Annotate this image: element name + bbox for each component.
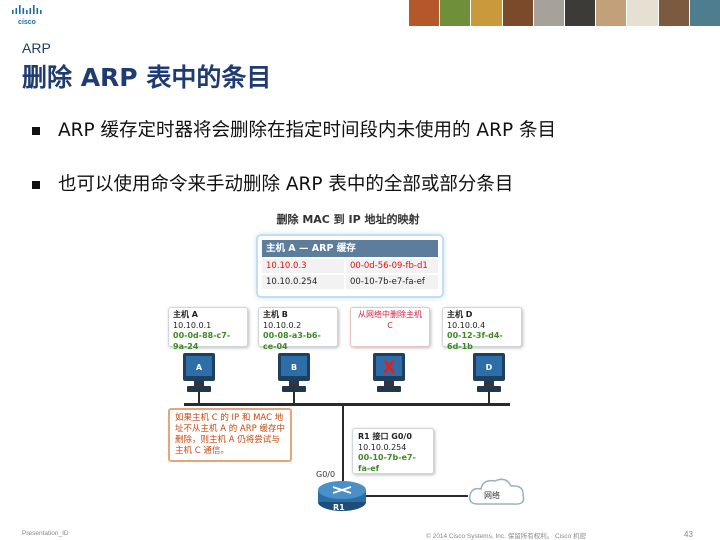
arp-cache-row: 10.10.0.254 00-10-7b-e7-fa-ef [262,275,438,289]
router-network-link [366,495,468,497]
bus-drop-line [488,392,490,404]
host-d-info: 主机 D 10.10.0.4 00-12-3f-d4-6d-1b [442,307,522,351]
header-photo-tile [688,0,720,26]
arp-cache-title: 主机 A — ARP 缓存 [262,240,438,257]
arp-cache-table: 主机 A — ARP 缓存 10.10.0.3 00-0d-56-09-fb-d… [256,234,444,298]
bullet-list: ARP 缓存定时器将会删除在指定时间段内未使用的 ARP 条目 也可以使用命令来… [32,118,712,226]
host-name: 主机 D [447,310,473,319]
copyright: © 2014 Cisco Systems, Inc. 保留所有权利。 Cisco… [426,533,587,540]
svg-text:cisco: cisco [18,19,36,26]
header-photo-tile [626,0,658,26]
cache-mac: 00-0d-56-09-fb-d1 [346,259,438,273]
host-name: 主机 B [263,310,288,319]
bus-drop-line [198,392,200,404]
host-mac: 00-12-3f-d4-6d-1b [447,331,503,351]
host-mac: 00-08-a3-b6-ce-04 [263,331,321,351]
header-photo-tile [470,0,502,26]
cisco-logo: cisco [12,5,42,26]
presentation-id: Presentation_ID [22,530,69,537]
bullet-item: ARP 缓存定时器将会删除在指定时间段内未使用的 ARP 条目 [32,118,712,144]
header-photo-strip [408,0,720,26]
section-label: ARP [22,40,51,56]
header-photo-tile [408,0,440,26]
computer-icon-removed: X [373,353,405,392]
cache-mac: 00-10-7b-e7-fa-ef [346,275,438,289]
interface-label: G0/0 [316,470,336,479]
header-photo-tile [439,0,471,26]
router-label: R1 [333,503,345,512]
router-drop-line [342,405,344,481]
computer-icon: B [278,353,310,392]
bullet-item: 也可以使用命令来手动删除 ARP 表中的全部或部分条目 [32,172,712,198]
ethernet-bus [184,403,510,406]
warning-note: 如果主机 C 的 IP 和 MAC 地址不从主机 A 的 ARP 缓存中删除，则… [168,408,292,462]
removed-x-icon: X [382,358,395,378]
bus-drop-line [293,392,295,404]
computer-label: A [196,363,203,372]
bullet-text: ARP 缓存定时器将会删除在指定时间段内未使用的 ARP 条目 [58,120,556,141]
computer-label: D [486,363,493,372]
network-label: 网络 [484,491,500,500]
header-photo-tile [532,0,565,26]
host-ip: C [387,320,393,330]
computer-label: B [291,363,297,372]
host-b-info: 主机 B 10.10.0.2 00-08-a3-b6-ce-04 [258,307,338,351]
bullet-square-icon [32,127,40,135]
router-icon [318,481,366,511]
header-photo-tile [595,0,627,26]
header-photo-tile [501,0,533,26]
port-mac: 00-10-7b-e7-fa-ef [358,453,416,473]
host-a-info: 主机 A 10.10.0.1 00-0d-88-c7-9a-24 [168,307,248,351]
router-port-info: R1 接口 G0/0 10.10.0.254 00-10-7b-e7-fa-ef [352,428,434,474]
network-cloud-icon [468,478,525,505]
port-title: R1 接口 G0/0 [358,432,412,441]
bullet-text: 也可以使用命令来手动删除 ARP 表中的全部或部分条目 [58,174,514,195]
host-name: 主机 A [173,310,198,319]
arp-removal-diagram: 删除 MAC 到 IP 地址的映射 主机 A — ARP 缓存 10.10.0.… [166,208,530,526]
host-c-info: 从网络中删除主机 C [350,307,430,347]
slide-title: 删除 ARP 表中的条目 [22,63,272,92]
port-ip: 10.10.0.254 [358,442,407,452]
computer-icon: D [473,353,505,392]
cache-ip: 10.10.0.254 [262,275,344,289]
host-ip: 10.10.0.2 [263,320,302,330]
bullet-square-icon [32,181,40,189]
computer-icon: A [183,353,215,392]
diagram-title: 删除 MAC 到 IP 地址的映射 [276,213,420,226]
page-number: 43 [684,530,693,539]
host-ip: 10.10.0.4 [447,320,486,330]
host-name: 从网络中删除主机 [358,310,422,319]
host-ip: 10.10.0.1 [173,320,212,330]
arp-cache-row: 10.10.0.3 00-0d-56-09-fb-d1 [262,259,438,273]
header-photo-tile [657,0,689,26]
header-photo-tile [564,0,596,26]
host-mac: 00-0d-88-c7-9a-24 [173,331,231,351]
cache-ip: 10.10.0.3 [262,259,344,273]
